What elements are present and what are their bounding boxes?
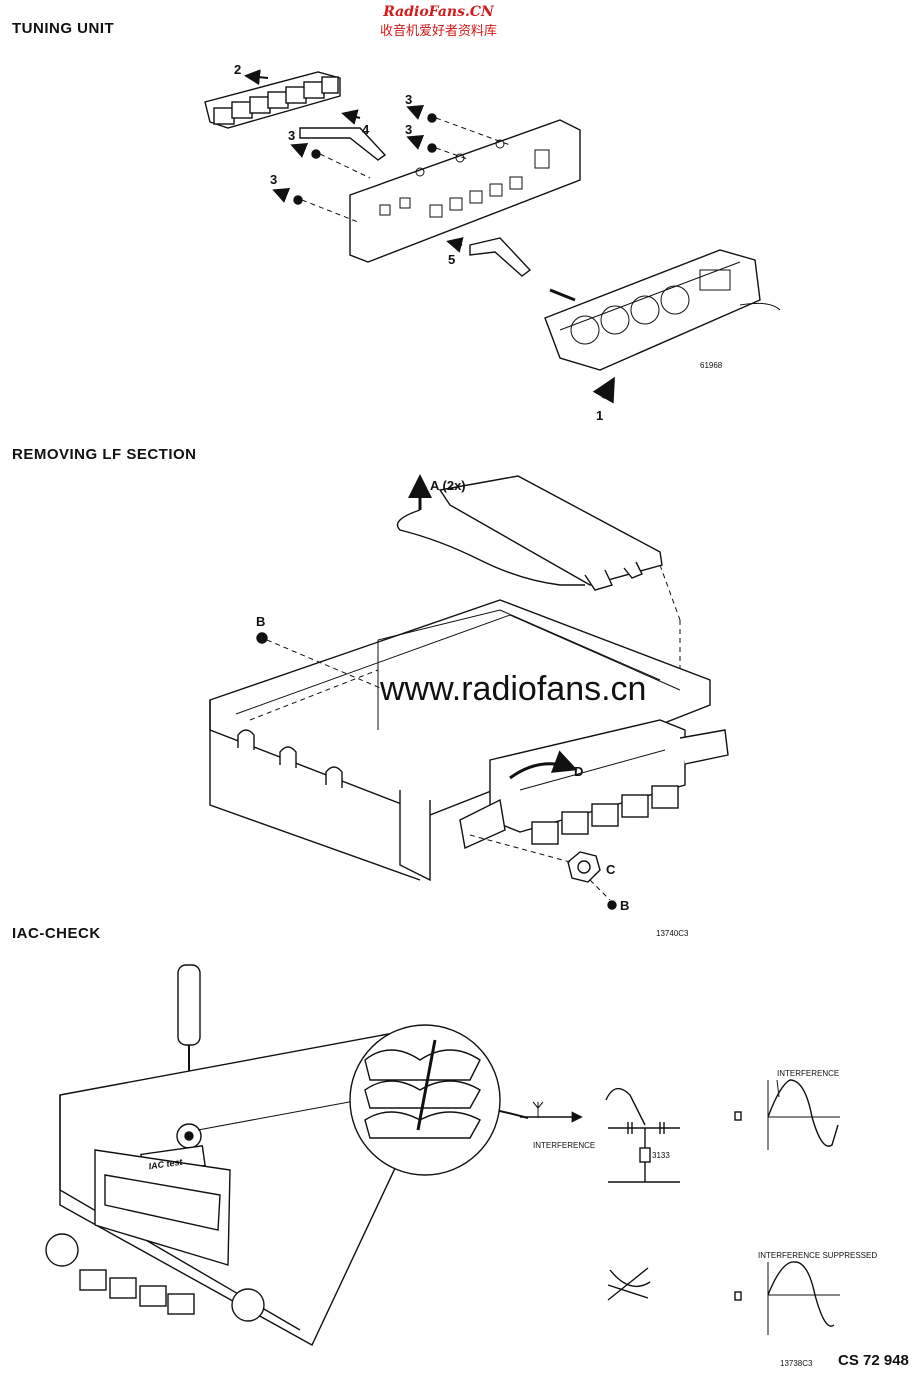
tuning-unit-callouts: 2 3 3 3 3 4 5 1 61968	[234, 62, 723, 423]
callout-b-bottom: B	[620, 898, 629, 913]
callout-2: 2	[234, 62, 241, 77]
label-interference-antenna: INTERFERENCE	[533, 1141, 595, 1150]
callout-c: C	[606, 862, 616, 877]
callout-4: 4	[362, 122, 370, 137]
callout-5: 5	[448, 252, 455, 267]
callout-3b: 3	[405, 122, 412, 137]
tuning-unit-figure	[204, 69, 781, 404]
figure-code-lf: 13740C3	[656, 929, 689, 938]
callout-3d: 3	[270, 172, 277, 187]
lf-section-figure	[209, 474, 729, 910]
pushbutton-caps	[204, 71, 341, 129]
document-code: CS 72 948	[838, 1352, 909, 1369]
heading-iac-check: IAC-CHECK	[12, 925, 101, 942]
iac-check-labels: IAC test 3133 INTERFERENCE INTERFERENCE …	[148, 1069, 877, 1368]
callout-3c: 3	[288, 128, 295, 143]
screws-3	[293, 113, 437, 205]
watermark-line1: RadioFans.CN	[383, 4, 494, 20]
figure-code-iac: 13738C3	[780, 1359, 813, 1368]
watermark-center: www.radiofans.cn	[379, 670, 646, 708]
heading-tuning-unit: TUNING UNIT	[12, 20, 115, 37]
callout-3a: 3	[405, 92, 412, 107]
watermark-brand: RadioFans.CN 收音机爱好者资料库	[380, 4, 497, 39]
label-interference-top: INTERFERENCE	[777, 1069, 839, 1078]
callout-1: 1	[596, 408, 603, 423]
callout-a-2x: A (2x)	[430, 478, 466, 493]
heading-removing-lf-section: REMOVING LF SECTION	[12, 446, 197, 463]
lf-section-callouts: A (2x) B B C D 13740C3	[256, 478, 689, 938]
watermark-line2: 收音机爱好者资料库	[380, 24, 498, 39]
figure-code-tuning: 61968	[700, 361, 723, 370]
iac-test-plate: IAC test	[148, 1157, 184, 1172]
component-3133: 3133	[652, 1151, 670, 1160]
callout-b-top: B	[256, 614, 265, 629]
iac-check-figure	[45, 964, 840, 1346]
label-interference-suppressed: INTERFERENCE SUPPRESSED	[758, 1251, 877, 1260]
callout-d: D	[574, 764, 583, 779]
